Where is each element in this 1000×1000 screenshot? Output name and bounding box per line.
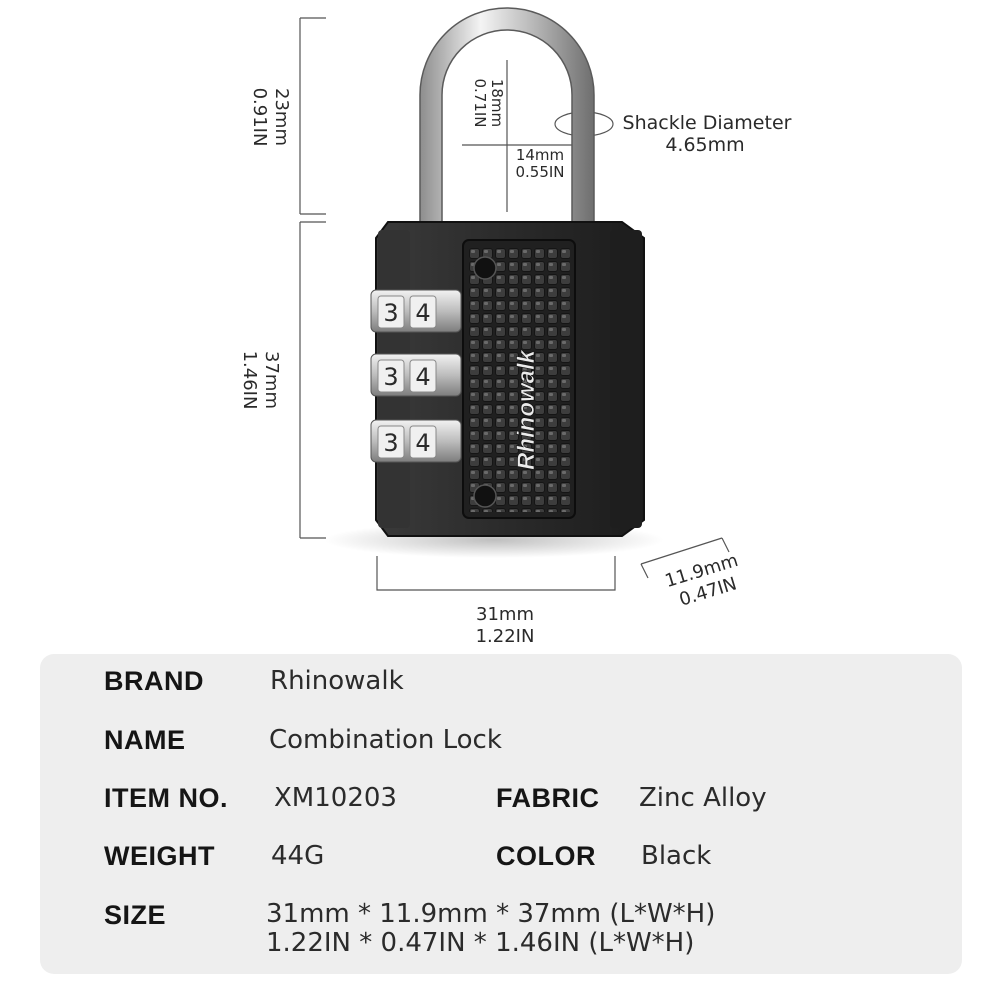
inner-width-mm: 14mm — [515, 146, 565, 164]
spec-panel: BRAND Rhinowalk NAME Combination Lock IT… — [40, 654, 962, 974]
shackle-height-mm: 23mm — [271, 88, 292, 146]
body-height-in: 1.46IN — [239, 350, 260, 410]
screw-bottom — [473, 484, 497, 508]
spec-label-color: COLOR — [496, 841, 596, 871]
inner-width-label: 14mm 0.55IN — [500, 147, 580, 181]
dial-row-2 — [370, 353, 462, 397]
spec-value-weight: 44G — [271, 841, 325, 871]
dial-row-3 — [370, 419, 462, 463]
shackle — [419, 7, 595, 237]
dial-2-digit-b: 4 — [415, 363, 430, 391]
spec-value-size-mm: 31mm * 11.9mm * 37mm (L*W*H) — [266, 899, 716, 929]
spec-label-name: NAME — [104, 725, 186, 755]
dial-1-digit-a: 3 — [383, 299, 398, 327]
dial-2-digit-a: 3 — [383, 363, 398, 391]
body-height-label: 37mm 1.46IN — [238, 310, 282, 450]
spec-label-weight: WEIGHT — [104, 841, 215, 871]
spec-label-brand: BRAND — [104, 666, 204, 696]
spec-label-item-no: ITEM NO. — [104, 783, 228, 813]
body-length-mm: 31mm — [476, 604, 534, 625]
spec-value-color: Black — [641, 841, 712, 871]
dial-3-digit-a: 3 — [383, 429, 398, 457]
body-length-label: 31mm 1.22IN — [440, 604, 570, 648]
spec-value-fabric: Zinc Alloy — [639, 783, 767, 813]
padlock-illustration: 3 4 3 4 3 4 Rhinowalk — [299, 7, 730, 591]
product-dimension-figure: 3 4 3 4 3 4 Rhinowalk 23mm 0.91IN 37mm 1… — [238, 7, 802, 648]
brand-logo: Rhinowalk — [513, 348, 540, 470]
inner-width-in: 0.55IN — [515, 163, 565, 181]
inner-height-in: 0.71IN — [471, 78, 489, 128]
dial-1-digit-b: 4 — [415, 299, 430, 327]
spec-label-size: SIZE — [104, 900, 167, 930]
body-height-mm: 37mm — [261, 351, 282, 409]
spec-value-brand: Rhinowalk — [270, 666, 404, 696]
body-length-in: 1.22IN — [475, 626, 535, 647]
shackle-diameter-value: 4.65mm — [665, 134, 745, 156]
spec-value-item-no: XM10203 — [274, 783, 397, 813]
spec-value-name: Combination Lock — [269, 725, 502, 755]
dial-3-digit-b: 4 — [415, 429, 430, 457]
inner-height-mm: 18mm — [488, 78, 506, 128]
spec-label-fabric: FABRIC — [496, 783, 600, 813]
shackle-diameter-text: Shackle Diameter — [622, 112, 792, 134]
shackle-height-in: 0.91IN — [249, 87, 270, 147]
shackle-height-label: 23mm 0.91IN — [248, 47, 292, 187]
screw-top — [473, 256, 497, 280]
shackle-diameter-label: Shackle Diameter 4.65mm — [612, 112, 802, 156]
inner-height-label: 18mm 0.71IN — [471, 58, 506, 148]
dial-row-1 — [370, 289, 462, 333]
spec-value-size-in: 1.22IN * 0.47IN * 1.46IN (L*W*H) — [266, 928, 695, 958]
